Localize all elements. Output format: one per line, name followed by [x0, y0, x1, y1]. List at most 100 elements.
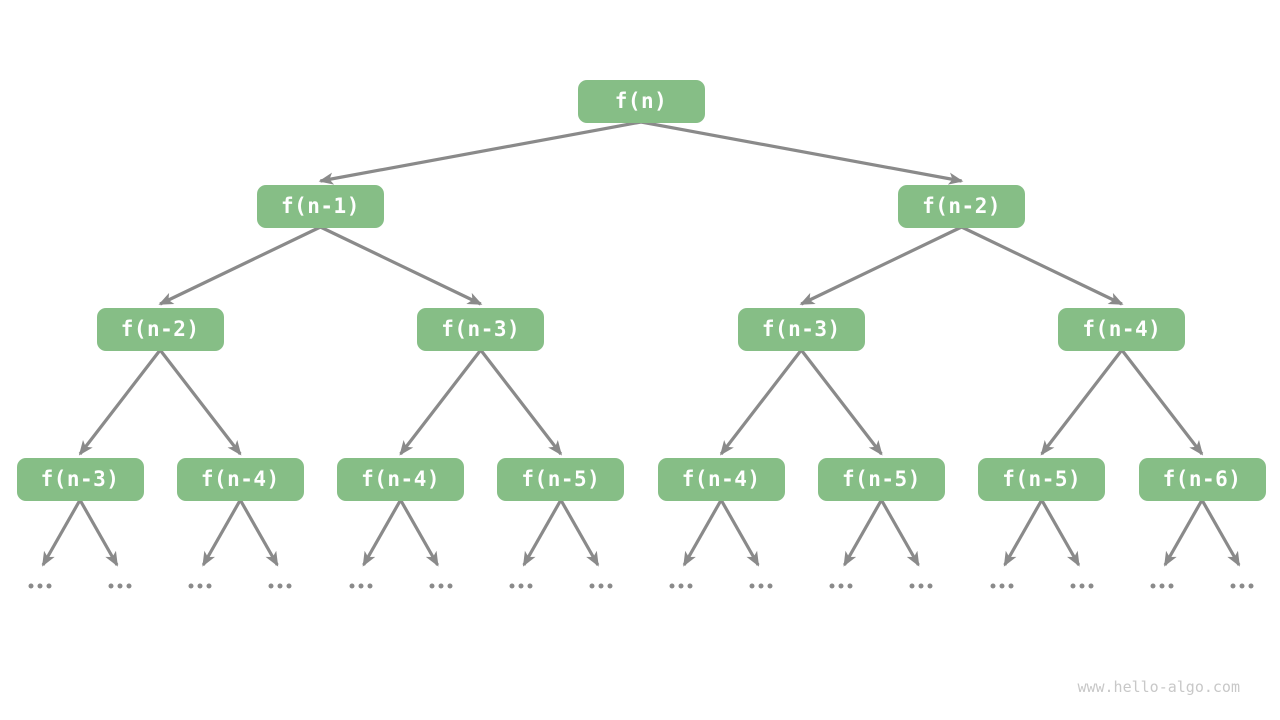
ellipsis-dot: [1070, 583, 1076, 589]
tree-node: f(n): [577, 80, 705, 123]
tree-node: f(n-5): [497, 458, 625, 501]
edge-arrow: [559, 499, 600, 567]
leaf-ellipsis: [589, 583, 613, 589]
watermark: www.hello-algo.com: [1077, 678, 1240, 696]
edge-arrow: [479, 349, 563, 456]
ellipsis-dot: [447, 583, 453, 589]
tree-node: f(n-2): [898, 185, 1026, 228]
ellipsis-dot: [188, 583, 194, 589]
ellipsis-dot: [767, 583, 773, 589]
edge-arrow: [201, 499, 242, 567]
ellipsis-dot: [1008, 583, 1014, 589]
tree-node: f(n-3): [16, 458, 144, 501]
edge-arrow: [1120, 349, 1204, 456]
ellipsis-dot: [1150, 583, 1156, 589]
ellipsis-dot: [847, 583, 853, 589]
tree-node: f(n-4): [337, 458, 465, 501]
ellipsis-dot: [518, 583, 524, 589]
tree-node: f(n-3): [737, 308, 865, 351]
leaf-ellipsis: [829, 583, 853, 589]
ellipsis-dot: [1168, 583, 1174, 589]
ellipsis-dot: [999, 583, 1005, 589]
ellipsis-dot: [749, 583, 755, 589]
ellipsis-dot: [197, 583, 203, 589]
edge-arrow: [682, 499, 723, 567]
leaf-ellipsis: [108, 583, 132, 589]
edge-arrow: [1200, 499, 1241, 567]
edge-arrow: [799, 225, 963, 306]
ellipsis-dot: [358, 583, 364, 589]
ellipsis-dot: [678, 583, 684, 589]
edge-arrow: [1003, 499, 1044, 567]
ellipsis-dot: [1239, 583, 1245, 589]
edge-arrow: [158, 349, 242, 456]
edge-arrow: [960, 225, 1124, 306]
edge-arrow: [522, 499, 563, 567]
edge-arrow: [1040, 499, 1081, 567]
edge-arrow: [843, 499, 883, 567]
ellipsis-dot: [829, 583, 835, 589]
leaf-ellipsis: [1230, 583, 1254, 589]
leaf-ellipsis: [1150, 583, 1174, 589]
ellipsis-dot: [1088, 583, 1094, 589]
leaf-ellipsis: [28, 583, 52, 589]
edge-arrow: [158, 225, 322, 306]
tree-node: f(n-6): [1138, 458, 1266, 501]
ellipsis-dot: [527, 583, 533, 589]
edge-arrow: [1040, 349, 1124, 456]
ellipsis-dot: [206, 583, 212, 589]
edge-arrow: [362, 499, 402, 567]
leaf-ellipsis: [188, 583, 212, 589]
ellipsis-dot: [909, 583, 915, 589]
ellipsis-dot: [277, 583, 283, 589]
edge-arrow: [78, 349, 162, 456]
edge-arrow: [238, 499, 279, 567]
leaf-ellipsis: [749, 583, 773, 589]
edge-arrow: [640, 120, 964, 185]
ellipsis-dot: [429, 583, 435, 589]
tree-node: f(n-4): [1058, 308, 1186, 351]
ellipsis-dot: [108, 583, 114, 589]
ellipsis-dot: [126, 583, 132, 589]
ellipsis-dot: [990, 583, 996, 589]
ellipsis-dot: [687, 583, 693, 589]
edge-arrow: [318, 120, 642, 185]
ellipsis-dot: [589, 583, 595, 589]
edge-arrow: [399, 499, 439, 567]
leaf-ellipsis: [990, 583, 1014, 589]
ellipsis-dot: [46, 583, 52, 589]
leaf-ellipsis: [349, 583, 373, 589]
ellipsis-dot: [918, 583, 924, 589]
leaf-ellipsis: [429, 583, 453, 589]
edge-arrow: [719, 349, 803, 456]
ellipsis-dot: [286, 583, 292, 589]
leaf-ellipsis: [509, 583, 533, 589]
ellipsis-dot: [838, 583, 844, 589]
ellipsis-dot: [438, 583, 444, 589]
edge-arrow: [319, 225, 483, 306]
edge-arrow: [800, 349, 883, 456]
leaf-ellipsis: [669, 583, 693, 589]
tree-node: f(n-2): [96, 308, 224, 351]
ellipsis-dot: [1230, 583, 1236, 589]
tree-node: f(n-3): [417, 308, 545, 351]
ellipsis-dot: [349, 583, 355, 589]
edge-arrow: [1163, 499, 1204, 567]
tree-node: f(n-1): [256, 185, 384, 228]
tree-node: f(n-4): [657, 458, 785, 501]
tree-node: f(n-5): [978, 458, 1106, 501]
ellipsis-dot: [1079, 583, 1085, 589]
tree-node: f(n-5): [817, 458, 945, 501]
leaf-ellipsis: [909, 583, 933, 589]
edge-arrow: [41, 499, 82, 567]
tree-node: f(n-4): [176, 458, 304, 501]
ellipsis-dot: [367, 583, 373, 589]
ellipsis-dot: [509, 583, 515, 589]
ellipsis-dot: [37, 583, 43, 589]
ellipsis-dot: [607, 583, 613, 589]
leaf-ellipsis: [1070, 583, 1094, 589]
leaf-ellipsis: [268, 583, 292, 589]
ellipsis-dot: [117, 583, 123, 589]
